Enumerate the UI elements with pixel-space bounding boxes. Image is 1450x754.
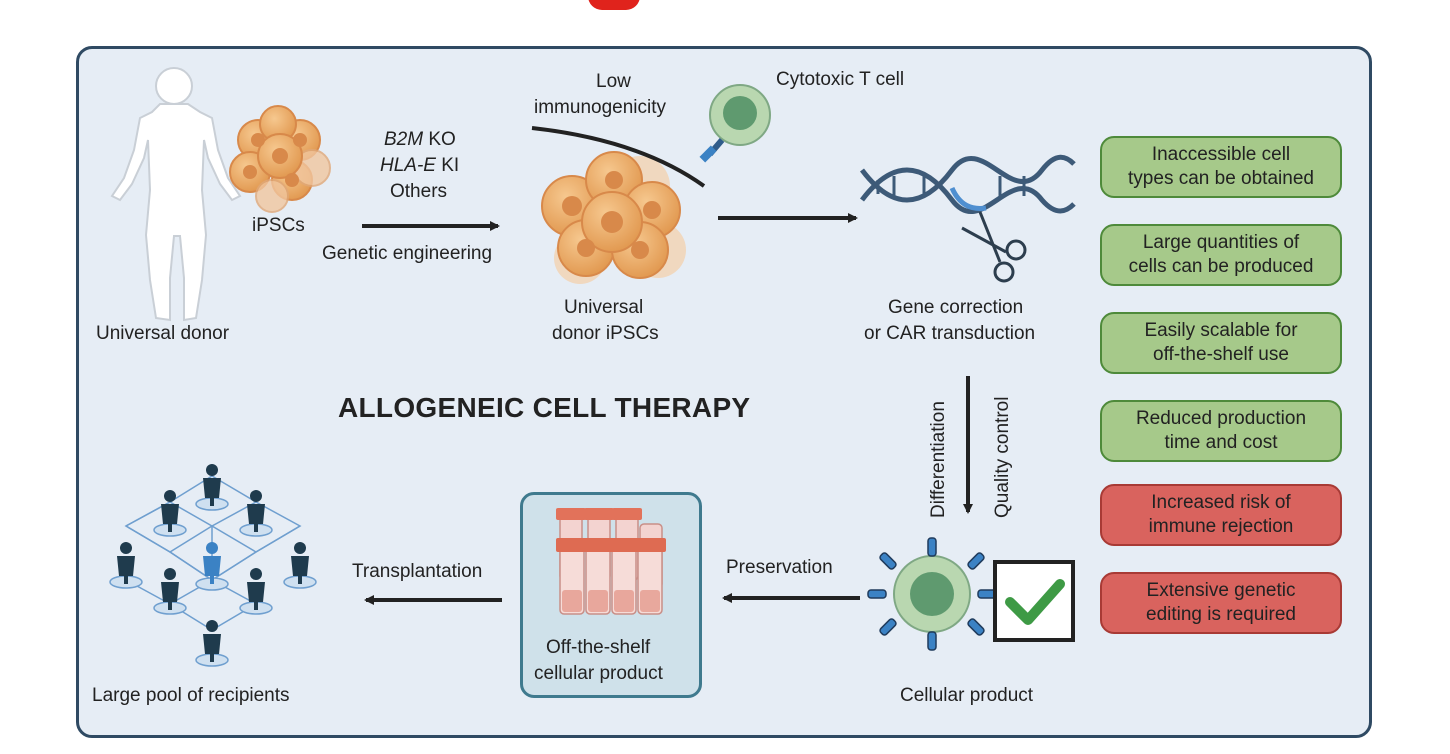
scissors-icon [961,211,1027,283]
label-transplantation: Transplantation [352,561,483,582]
recipient-network-icon [109,464,317,667]
universal-ipsc-cluster-icon [541,151,686,284]
disadvantage-line: immune rejection [1148,516,1294,537]
hla-gene: HLA-E [380,155,436,176]
label-genetic-engineering: Genetic engineering [322,243,493,264]
label-off-the-shelf: Off-the-shelf [546,637,651,658]
disadvantage-box: Increased risk of immune rejection [1100,484,1342,546]
off-the-shelf-product-box [520,492,702,698]
advantage-line: Large quantities of [1142,232,1300,253]
label-cytotoxic-t-cell: Cytotoxic T cell [776,69,905,90]
label-large-pool: Large pool of recipients [92,685,290,706]
label-cellular-product-2: cellular product [534,663,663,684]
label-cellular-product: Cellular product [900,685,1034,706]
label-hla-e-ki: HLA-E KI [380,154,459,178]
cytotoxic-t-cell-icon [699,84,771,163]
advantage-box: Inaccessible cell types can be obtained [1100,136,1342,198]
hla-suffix: KI [441,155,460,176]
universal-donor-icon [110,67,242,322]
header-red-fragment [588,0,640,10]
label-gene-correction: Gene correction [888,297,1024,318]
advantage-line: Reduced production [1135,408,1307,429]
advantage-line: Inaccessible cell [1151,144,1291,165]
label-car-transduction: or CAR transduction [864,323,1036,344]
quality-check-icon [993,560,1075,642]
ipsc-cluster-icon [229,105,331,213]
immunogenicity-barrier [531,126,706,188]
advantage-line: cells can be produced [1128,256,1314,277]
advantage-line: types can be obtained [1128,168,1314,189]
label-immunogenicity: immunogenicity [534,97,666,118]
advantage-box: Easily scalable for off-the-shelf use [1100,312,1342,374]
vials-icon [556,508,666,615]
b2m-gene: B2M [384,129,424,150]
label-donor-ipscs: donor iPSCs [552,323,659,344]
label-quality-control: Quality control [992,396,1013,518]
b2m-suffix: KO [428,129,456,150]
label-ipscs: iPSCs [252,215,305,236]
diagram-title: ALLOGENEIC CELL THERAPY [338,392,751,423]
label-universal: Universal [564,297,644,318]
dna-helix-icon [860,154,1076,215]
disadvantage-line: Extensive genetic [1146,580,1296,601]
cellular-product-icon [867,537,997,651]
advantage-box: Reduced production time and cost [1100,400,1342,462]
disadvantage-line: Increased risk of [1151,492,1291,513]
disadvantage-line: editing is required [1146,604,1296,625]
disadvantage-box: Extensive genetic editing is required [1100,572,1342,634]
advantage-box: Large quantities of cells can be produced [1100,224,1342,286]
label-b2m-ko: B2M KO [384,128,456,152]
label-low: Low [596,71,631,92]
label-differentiation: Differentiation [928,401,949,518]
advantage-line: off-the-shelf use [1153,344,1289,365]
label-others: Others [390,181,448,202]
advantage-line: time and cost [1164,432,1278,453]
label-preservation: Preservation [726,557,833,578]
advantage-line: Easily scalable for [1144,320,1298,341]
label-universal-donor: Universal donor [96,323,230,344]
